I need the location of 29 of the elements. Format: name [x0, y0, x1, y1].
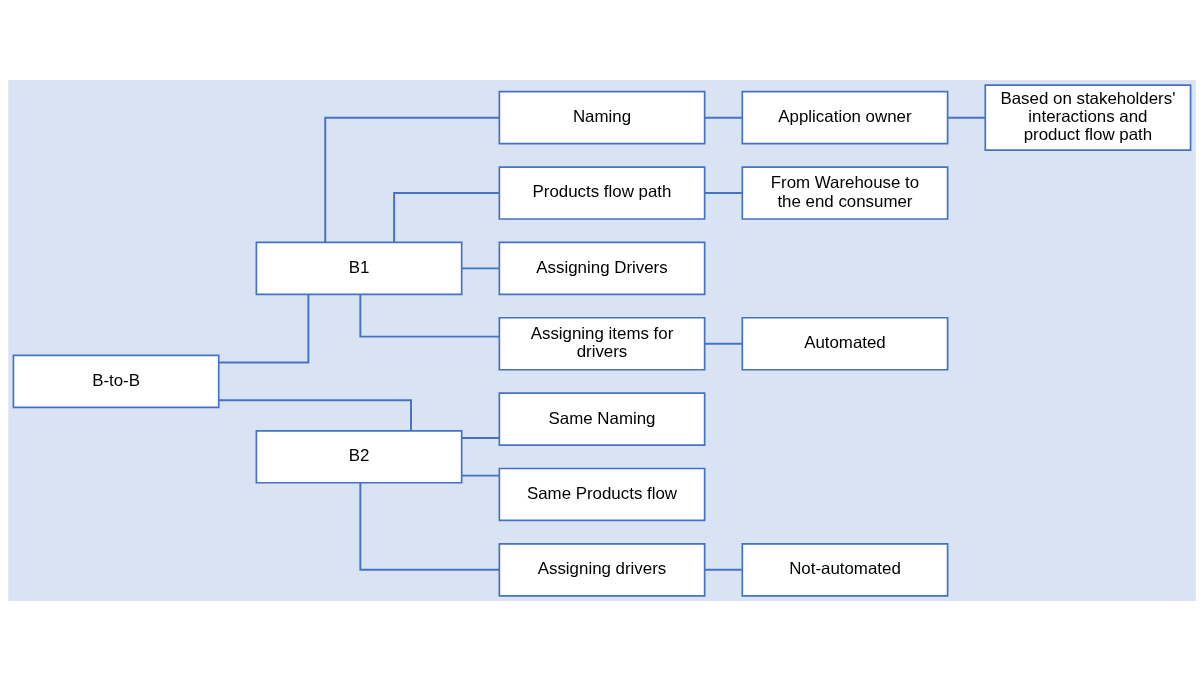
node-box: Based on stakeholders' interactions and product flow path	[984, 83, 1192, 151]
connector	[703, 116, 744, 119]
connector	[359, 481, 501, 571]
connector	[460, 474, 501, 477]
node-box: Products flow path	[498, 165, 706, 220]
node-box: Automated	[741, 316, 949, 371]
connector	[703, 191, 744, 194]
connector	[703, 568, 744, 571]
node-box: B1	[255, 241, 463, 295]
connector	[359, 293, 501, 338]
node-box: Assigning Drivers	[498, 241, 706, 295]
connector	[460, 266, 501, 269]
connector	[946, 116, 987, 119]
node-box: B-to-B	[12, 354, 220, 408]
node-box: Same Naming	[498, 391, 706, 446]
connector	[393, 191, 501, 243]
node-box: Same Products flow	[498, 467, 706, 521]
node-box: Not-automated	[741, 542, 949, 597]
node-box: From Warehouse to the end consumer	[741, 165, 949, 220]
connector	[460, 436, 501, 439]
connector	[324, 116, 501, 243]
connector	[703, 342, 744, 345]
node-box: B2	[255, 429, 463, 484]
connector	[217, 398, 412, 431]
connector	[218, 293, 310, 364]
node-box: Naming	[498, 90, 706, 144]
node-box: Assigning drivers	[498, 542, 706, 597]
node-box: Assigning items for drivers	[498, 316, 706, 371]
node-box: Application owner	[741, 90, 949, 144]
